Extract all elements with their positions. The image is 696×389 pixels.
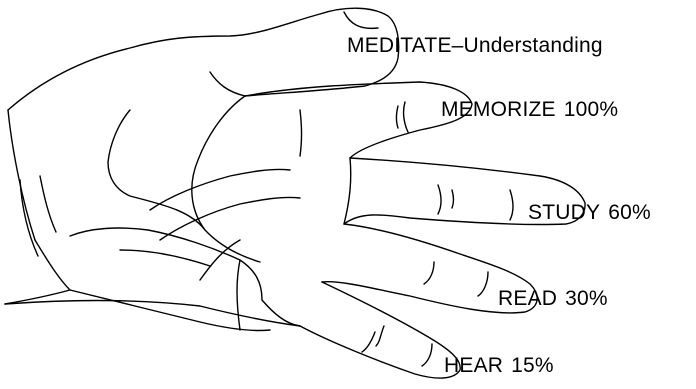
- meditate-label: MEDITATE–Understanding: [347, 34, 603, 57]
- study-action: STUDY: [528, 201, 600, 224]
- read-percent: 30%: [565, 287, 608, 310]
- middle-finger-label: STUDY 60%: [528, 202, 651, 223]
- read-action: READ: [498, 287, 557, 310]
- thumb-label: MEDITATE–Understanding: [347, 35, 603, 56]
- hear-action: HEAR: [444, 354, 503, 377]
- ring-finger-label: READ 30%: [498, 288, 608, 309]
- palm-outline: [5, 96, 351, 331]
- little-finger-label: HEAR 15%: [444, 355, 554, 376]
- memorize-percent: 100%: [564, 98, 619, 121]
- little-finger-outline: [300, 282, 460, 378]
- memorize-action: MEMORIZE: [441, 98, 556, 121]
- hear-percent: 15%: [511, 354, 554, 377]
- thumb-outline: [8, 8, 399, 110]
- study-percent: 60%: [608, 201, 651, 224]
- index-finger-label: MEMORIZE 100%: [441, 99, 618, 120]
